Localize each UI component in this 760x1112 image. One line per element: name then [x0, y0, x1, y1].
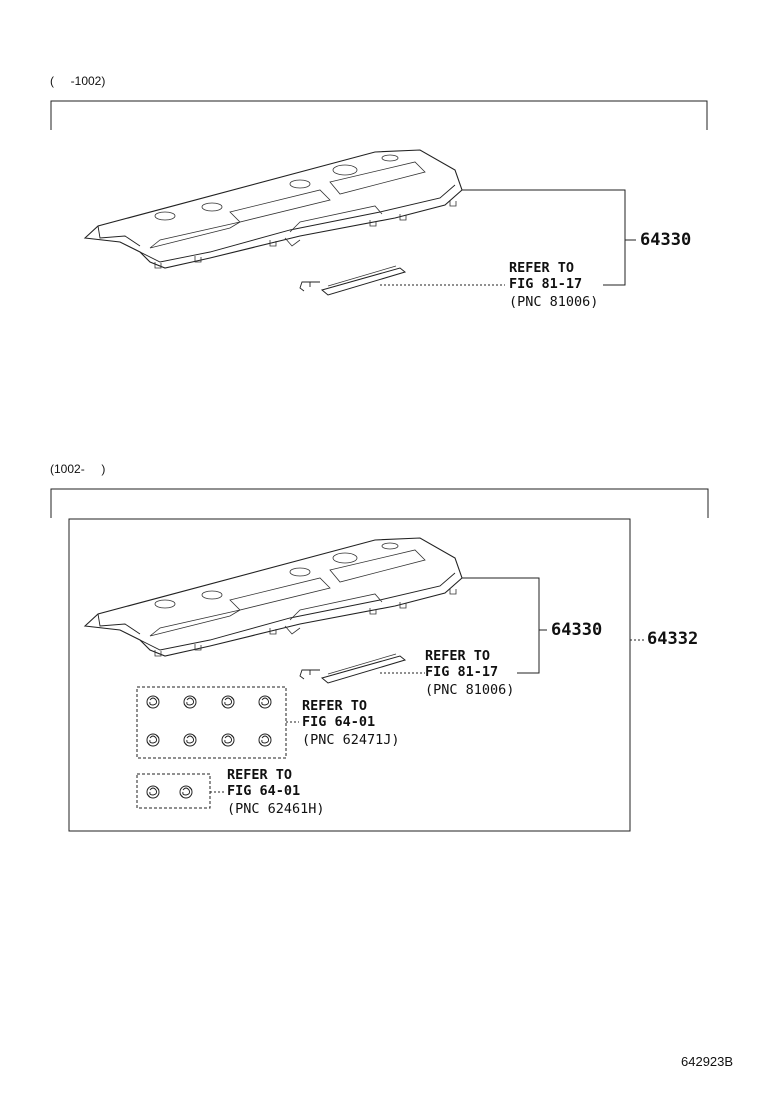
refer-fig-label-lamp: FIG 81-17	[425, 664, 499, 680]
figure-code: 642923B	[681, 1054, 734, 1069]
refer-to-label-clips8: REFER TO	[302, 698, 368, 714]
refer-to-label-lamp: REFER TO	[425, 648, 491, 664]
stop-lamp-drawing-bottom	[299, 653, 406, 684]
applicability-range-top: ( -1002)	[50, 74, 106, 88]
refer-pnc-label-clips2: (PNC 62461H)	[227, 801, 325, 817]
refer-fig-label-clips2: FIG 64-01	[227, 783, 301, 799]
refer-pnc-label-clips8: (PNC 62471J)	[302, 732, 400, 748]
package-tray-drawing-top	[84, 149, 463, 269]
clip-set-2	[146, 785, 193, 799]
refer-pnc-label-lamp: (PNC 81006)	[425, 682, 515, 698]
applicability-range-bottom: (1002- )	[50, 462, 106, 476]
part-number-tray-bottom: 64330	[551, 620, 603, 640]
refer-fig-label-top: FIG 81-17	[509, 276, 583, 292]
refer-to-label-top: REFER TO	[509, 260, 575, 276]
stop-lamp-drawing-top	[299, 265, 406, 296]
refer-pnc-label-top: (PNC 81006)	[509, 294, 599, 310]
part-number-tray-top: 64330	[640, 230, 692, 250]
refer-fig-label-clips8: FIG 64-01	[302, 714, 376, 730]
assembly-number: 64332	[647, 629, 699, 649]
clip-set-8	[146, 695, 272, 747]
package-tray-drawing-bottom	[84, 537, 463, 657]
refer-to-label-clips2: REFER TO	[227, 767, 293, 783]
